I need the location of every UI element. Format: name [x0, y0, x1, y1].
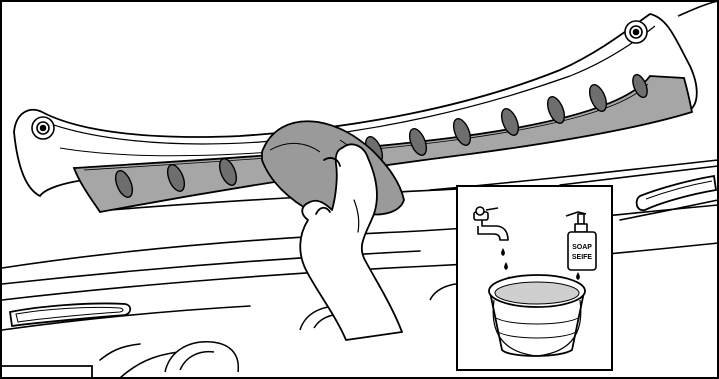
- cleaning-supplies-inset: SOAP SEIFE: [457, 186, 612, 370]
- soap-label-line1: SOAP: [572, 244, 592, 251]
- soap-label-line2: SEIFE: [572, 254, 593, 261]
- water-bucket-icon: [489, 275, 585, 356]
